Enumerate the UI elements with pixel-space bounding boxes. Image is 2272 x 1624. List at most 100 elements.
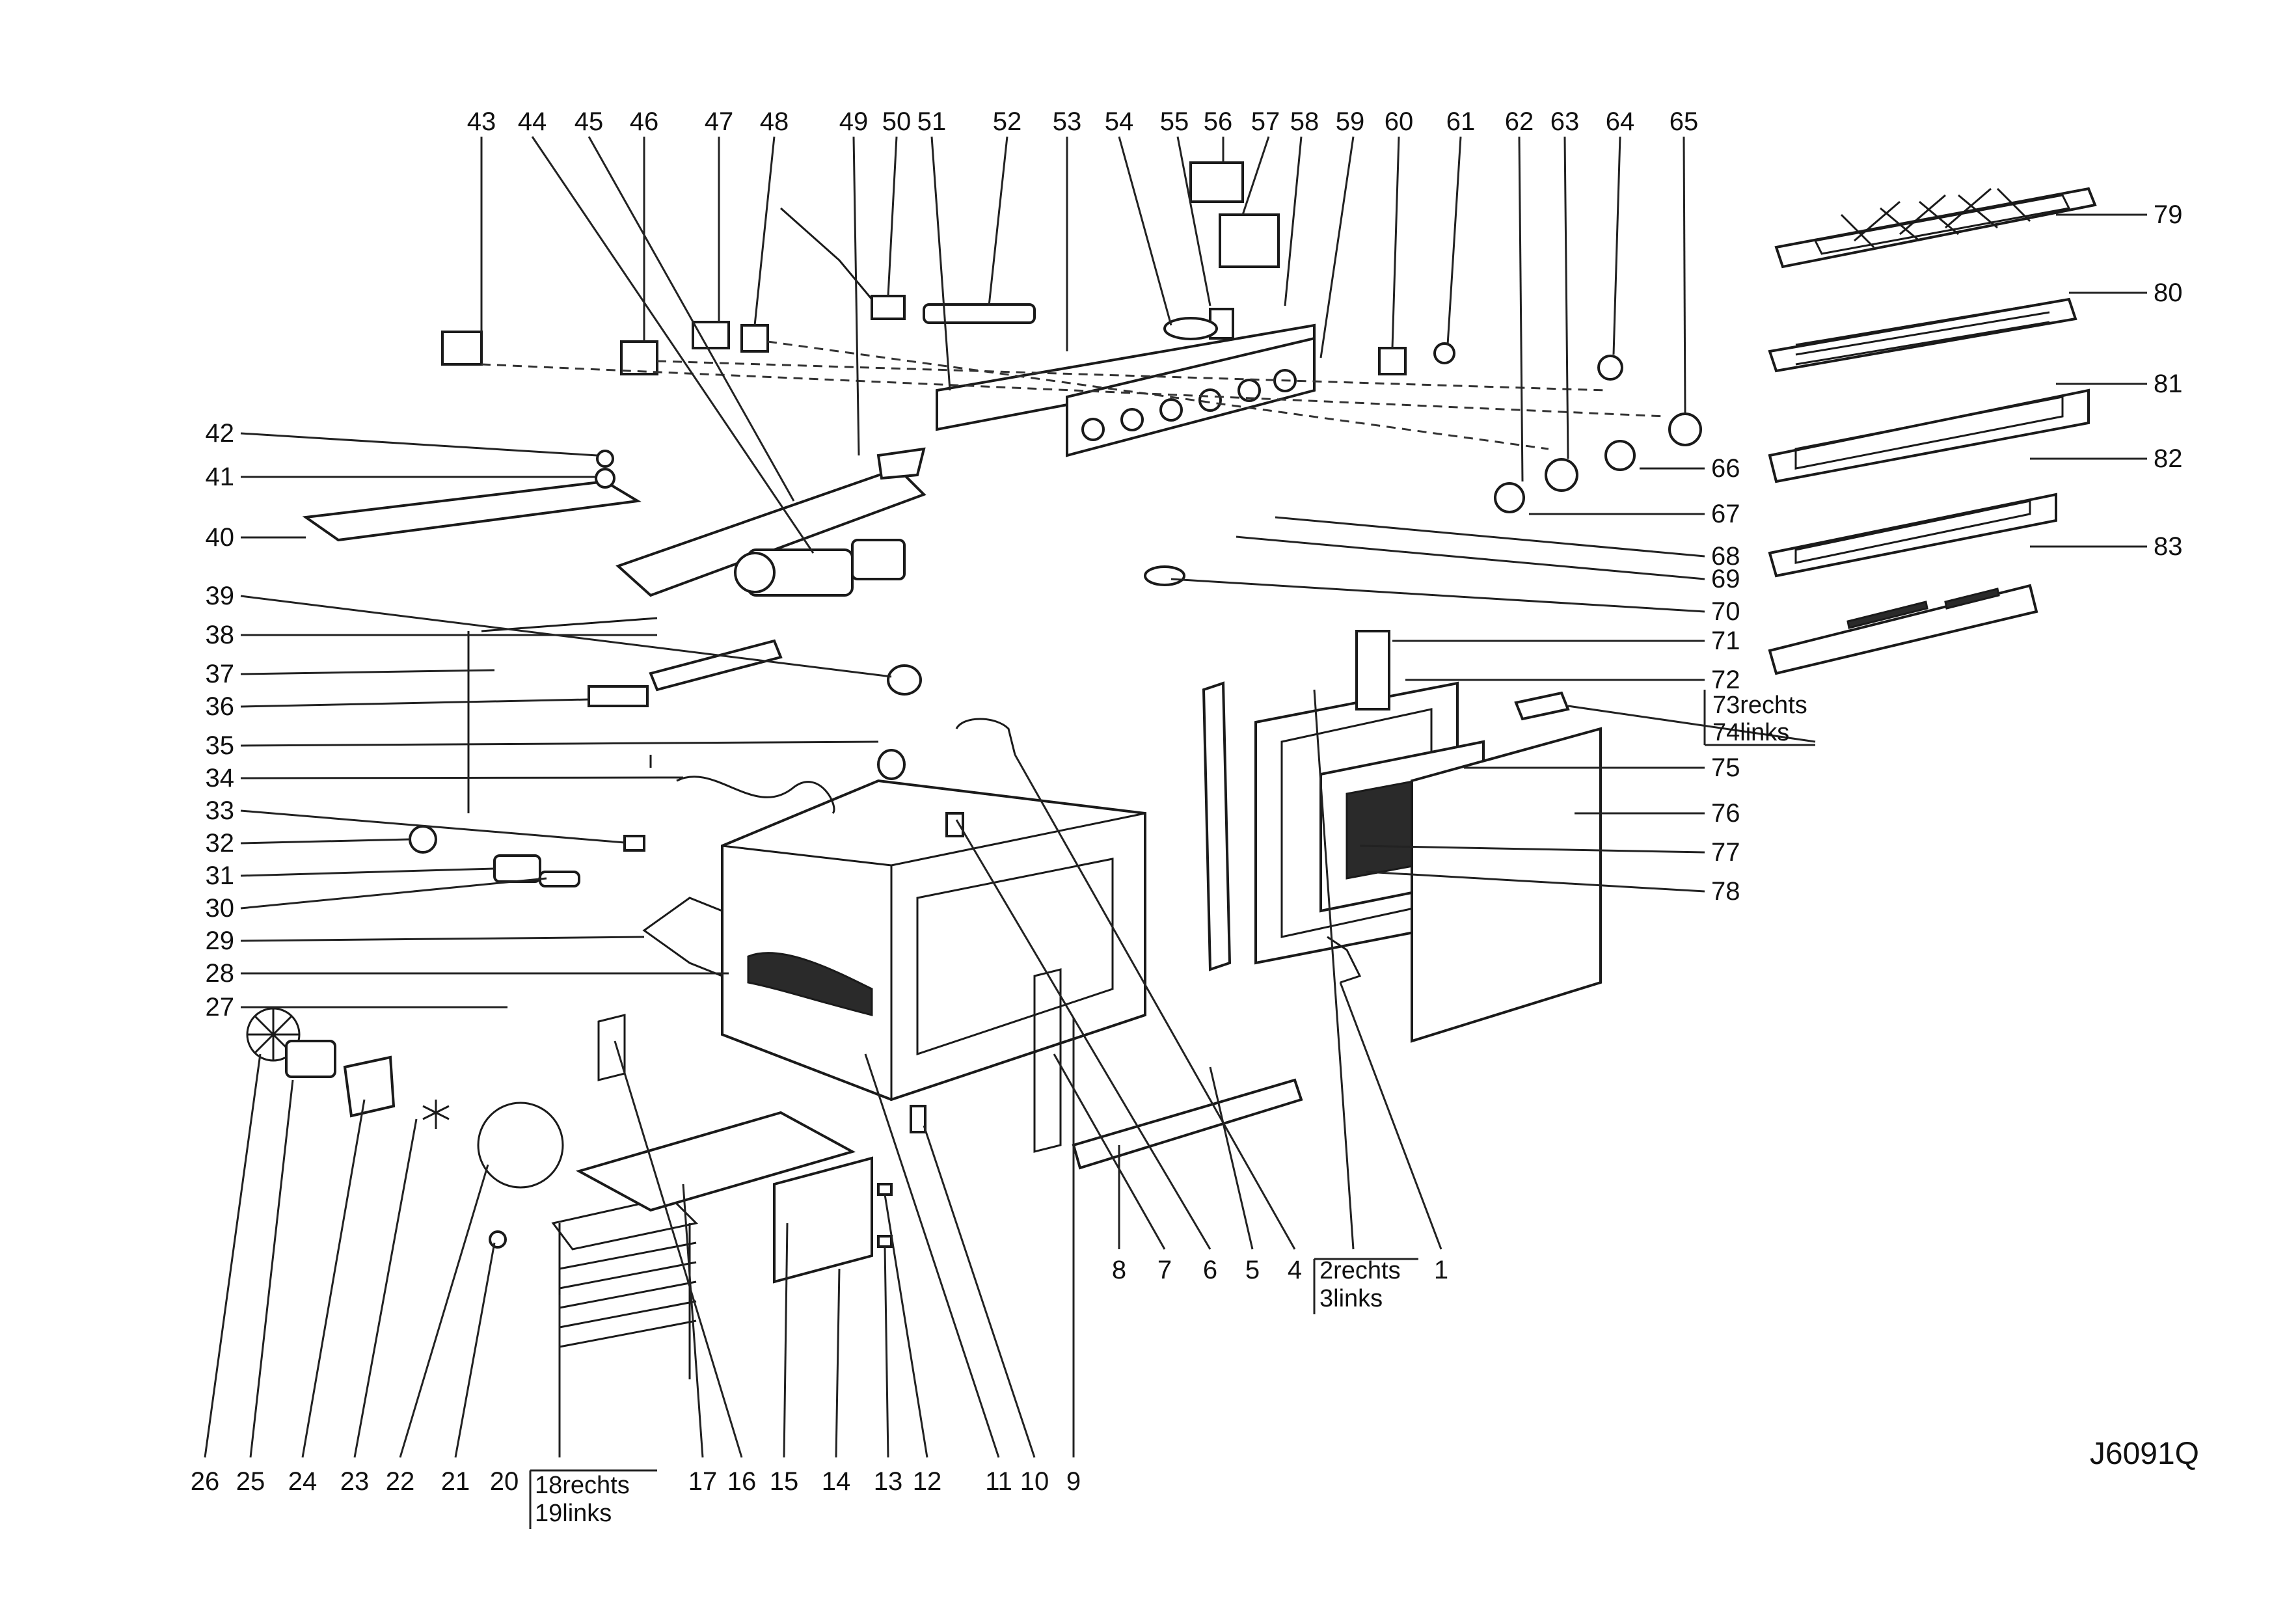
- oven-cavity: [721, 779, 1146, 1102]
- capillary-tube: [780, 207, 873, 300]
- label-70: 70: [1711, 597, 1740, 626]
- label-19-links: 19links: [535, 1500, 612, 1527]
- label-3-links: 3links: [1319, 1285, 1383, 1312]
- label-46: 46: [630, 107, 659, 136]
- fan-26: [246, 1007, 301, 1062]
- label-56: 56: [1204, 107, 1233, 136]
- label-78: 78: [1711, 877, 1740, 906]
- tray-81: [1768, 388, 2090, 483]
- knob-64: [1597, 355, 1623, 381]
- label-48: 48: [760, 107, 789, 136]
- label-41: 41: [206, 463, 235, 491]
- figure-code: J6091Q: [2090, 1437, 2199, 1471]
- hose-4: [955, 718, 1016, 755]
- frame-56: [1189, 161, 1244, 203]
- tray-79: [1774, 187, 2097, 269]
- label-63: 63: [1550, 107, 1580, 136]
- label-17: 17: [688, 1467, 718, 1496]
- label-76: 76: [1711, 799, 1740, 828]
- label-54: 54: [1105, 107, 1134, 136]
- wiring-c: [767, 340, 1549, 450]
- panel-14: [773, 1156, 873, 1284]
- label-26: 26: [191, 1467, 220, 1496]
- label-73-rechts: 73rechts: [1712, 692, 1807, 719]
- label-79: 79: [2154, 200, 2183, 229]
- knob-67: [1494, 482, 1525, 513]
- label-37: 37: [206, 660, 235, 688]
- tray-83: [1768, 584, 2038, 675]
- label-8: 8: [1112, 1256, 1126, 1284]
- leader-lines: [204, 136, 2147, 1529]
- label-11: 11: [985, 1467, 1012, 1496]
- control-panel: [936, 323, 1316, 457]
- label-43: 43: [467, 107, 496, 136]
- label-14: 14: [822, 1467, 851, 1496]
- switch-47: [692, 321, 730, 349]
- label-25: 25: [236, 1467, 265, 1496]
- seal-7: [1033, 968, 1062, 1153]
- switch-60: [1378, 347, 1407, 375]
- label-9: 9: [1066, 1467, 1081, 1496]
- label-65: 65: [1670, 107, 1699, 136]
- shelf-rack-18-19: [551, 1196, 699, 1399]
- handle-73-74: [1514, 691, 1570, 721]
- hinge-71: [1355, 630, 1390, 710]
- label-12: 12: [913, 1467, 942, 1496]
- label-66: 66: [1711, 454, 1740, 483]
- switch-48: [740, 324, 769, 353]
- part-39: [887, 664, 922, 696]
- label-58: 58: [1290, 107, 1319, 136]
- label-68: 68: [1711, 542, 1740, 571]
- label-7: 7: [1157, 1256, 1172, 1284]
- label-47: 47: [705, 107, 734, 136]
- label-31: 31: [206, 861, 235, 890]
- label-30: 30: [206, 894, 235, 923]
- sensor-6: [945, 812, 964, 837]
- label-38: 38: [206, 621, 235, 649]
- clip-70: [1144, 565, 1185, 586]
- label-2-rechts: 2rechts: [1319, 1257, 1401, 1284]
- label-22: 22: [386, 1467, 415, 1496]
- label-16: 16: [727, 1467, 757, 1496]
- label-33: 33: [206, 796, 235, 825]
- part-32: [409, 825, 437, 854]
- wiring-b: [656, 360, 1608, 392]
- switch-43: [441, 331, 483, 366]
- callout-labels: 43 44 45 46 47 48 49 50 51 52 53 54 55 5…: [191, 107, 2199, 1527]
- rack-80: [1768, 297, 2077, 373]
- knob-66: [1604, 440, 1636, 471]
- label-44: 44: [518, 107, 547, 136]
- label-29: 29: [206, 927, 235, 955]
- heating-element-29: [642, 897, 724, 978]
- label-67: 67: [1711, 500, 1740, 528]
- fan-wheel-23: [422, 1100, 450, 1129]
- label-45: 45: [575, 107, 604, 136]
- terminal-38: [649, 639, 783, 692]
- element-52: [923, 303, 1036, 324]
- label-32: 32: [206, 829, 235, 858]
- label-39: 39: [206, 582, 235, 610]
- label-52: 52: [993, 107, 1022, 136]
- switch-46: [620, 340, 658, 375]
- label-49: 49: [839, 107, 869, 136]
- thermostat-50: [871, 295, 906, 320]
- label-42: 42: [206, 419, 235, 448]
- label-23: 23: [340, 1467, 370, 1496]
- capacitor-54: [1163, 317, 1218, 340]
- label-5: 5: [1245, 1256, 1260, 1284]
- label-27: 27: [206, 993, 235, 1022]
- insulation-37: [467, 617, 658, 813]
- plate-24: [343, 1055, 396, 1118]
- label-81: 81: [2154, 370, 2183, 398]
- label-77: 77: [1711, 838, 1740, 867]
- hinge-1: [1327, 936, 1362, 984]
- wiring-a: [481, 363, 1666, 418]
- label-13: 13: [874, 1467, 903, 1496]
- part-41: [595, 468, 615, 489]
- dial-57: [1219, 213, 1280, 268]
- rail-8: [1072, 1078, 1303, 1170]
- heating-element-34: [676, 776, 835, 815]
- label-57: 57: [1251, 107, 1280, 136]
- label-60: 60: [1385, 107, 1414, 136]
- label-59: 59: [1336, 107, 1365, 136]
